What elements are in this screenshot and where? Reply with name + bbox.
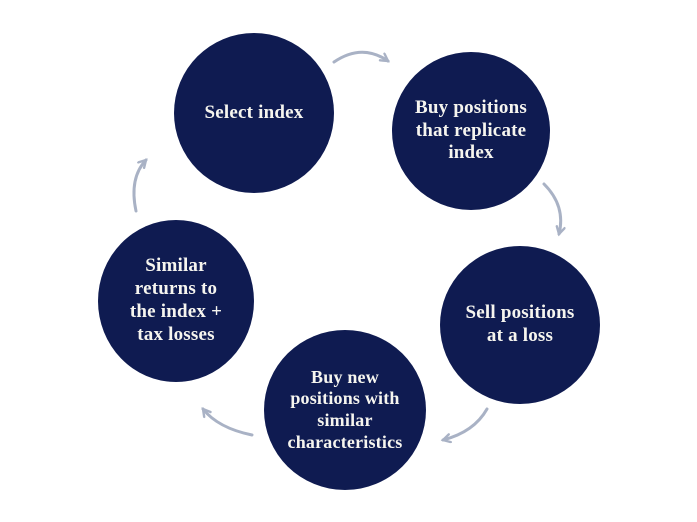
arrow-buy-to-sell-icon bbox=[542, 182, 561, 234]
step-circle-similar-returns: Similar returns to the index + tax losse… bbox=[98, 220, 254, 382]
step-circle-select-index: Select index bbox=[174, 33, 334, 193]
step-label-buy-new-positions: Buy new positions with similar character… bbox=[287, 366, 403, 452]
arrow-select-to-buy-icon bbox=[332, 50, 388, 64]
step-label-sell-positions: Sell positions at a loss bbox=[465, 302, 575, 346]
step-circle-buy-positions: Buy positions that replicate index bbox=[392, 52, 550, 210]
step-label-buy-positions: Buy positions that replicate index bbox=[415, 96, 527, 164]
arrow-buynew-to-returns-icon bbox=[201, 409, 254, 437]
step-label-select-index: Select index bbox=[204, 101, 304, 123]
step-circle-sell-positions: Sell positions at a loss bbox=[440, 246, 600, 404]
arrow-returns-to-select-icon bbox=[132, 160, 146, 213]
step-circle-buy-new-positions: Buy new positions with similar character… bbox=[264, 330, 426, 490]
step-label-similar-returns: Similar returns to the index + tax losse… bbox=[129, 255, 223, 345]
arrow-sell-to-buynew-icon bbox=[443, 407, 489, 440]
